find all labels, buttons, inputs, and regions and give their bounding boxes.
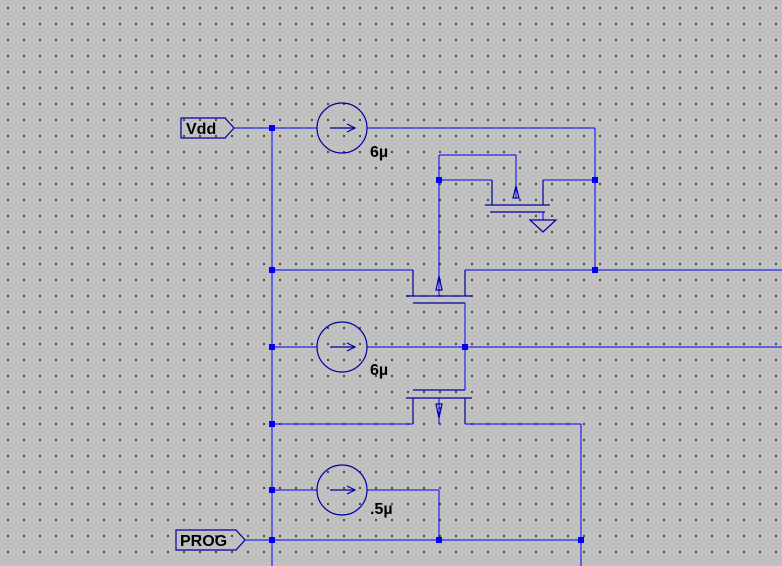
- net-flag-prog[interactable]: PROG: [175, 529, 272, 551]
- current-source-3-value: .5µ: [370, 501, 393, 518]
- transistor-middle-upper[interactable]: [272, 269, 782, 390]
- junction-dots: [269, 125, 598, 543]
- net-label-vdd: Vdd: [186, 121, 216, 138]
- current-source-1[interactable]: 6µ: [272, 102, 595, 161]
- transistor-top[interactable]: [438, 154, 595, 270]
- current-source-2[interactable]: 6µ: [272, 321, 782, 379]
- net-label-prog: PROG: [180, 533, 227, 550]
- current-source-3[interactable]: .5µ: [272, 464, 440, 540]
- current-source-2-value: 6µ: [370, 362, 388, 379]
- current-source-1-value: 6µ: [370, 144, 388, 161]
- transistor-middle-lower[interactable]: [272, 389, 581, 425]
- net-flag-vdd[interactable]: Vdd: [180, 117, 272, 139]
